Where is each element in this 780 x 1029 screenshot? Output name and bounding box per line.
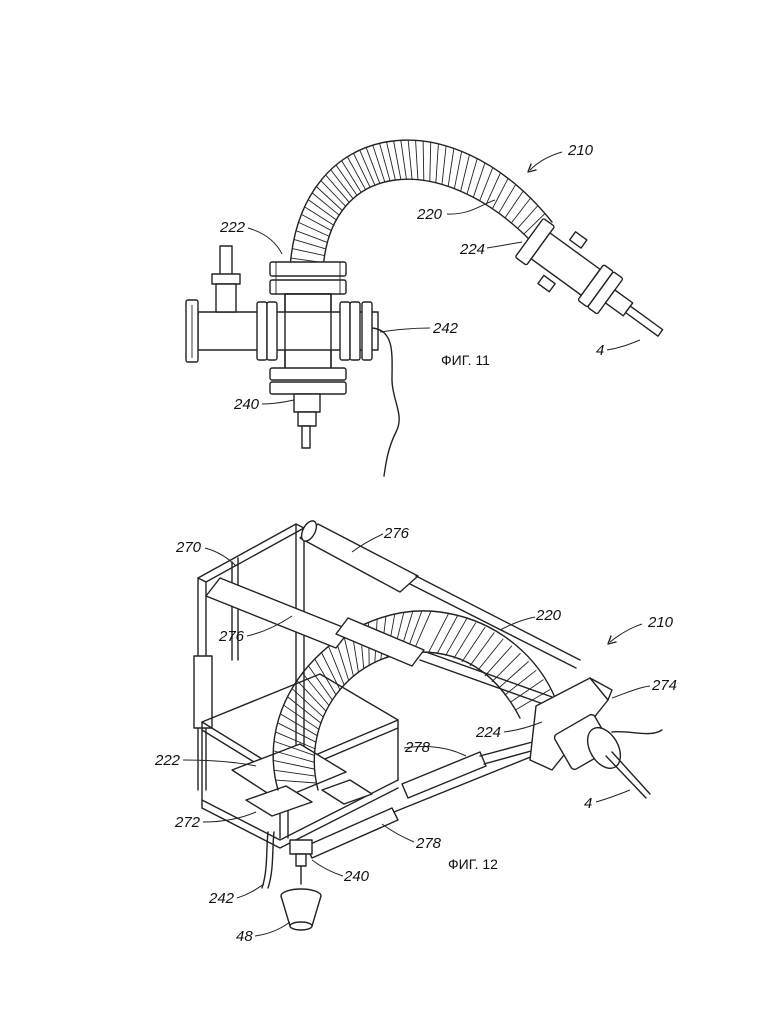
arrow-210-fig12 [610, 624, 642, 642]
label-242: 242 [432, 320, 459, 337]
hose-rib [485, 646, 512, 676]
hose-rib [394, 141, 401, 180]
hose-rib [301, 214, 331, 230]
flange-lower [270, 368, 346, 394]
hose-rib [461, 155, 470, 191]
hose-rib [429, 613, 449, 652]
hose-rib [448, 148, 454, 186]
label-240: 240 [233, 396, 260, 413]
hose-rib [462, 627, 485, 662]
label-48: 48 [236, 928, 253, 945]
label-272: 272 [174, 814, 201, 831]
hose-rib [442, 146, 446, 184]
label-210: 210 [567, 142, 594, 159]
caption-fig-11: ФИГ. 11 [441, 352, 490, 368]
hose-rib [436, 144, 439, 183]
connector-240 [294, 394, 320, 448]
hose-rib [454, 151, 461, 188]
label-224: 224 [459, 241, 485, 258]
caption-fig-12: ФИГ. 12 [448, 856, 498, 872]
label-278-upper: 278 [404, 739, 431, 756]
hose-rib [321, 652, 339, 689]
hose-rib [498, 661, 528, 688]
hose-rib [423, 141, 424, 180]
hose-rib [430, 142, 431, 181]
label-276-left: 276 [218, 628, 245, 645]
hose-rib [416, 140, 418, 179]
strut-276-upper [299, 518, 580, 668]
label-220: 220 [416, 206, 443, 223]
hose-rib [486, 173, 500, 205]
hose-rib [510, 680, 543, 703]
label-4: 4 [584, 795, 592, 812]
side-port [212, 246, 240, 312]
hose-rib [366, 147, 380, 183]
strut-276-lower [206, 578, 566, 710]
hose-rib [492, 178, 508, 208]
end-assembly-224 [510, 212, 679, 359]
label-4: 4 [596, 342, 604, 359]
figure-11: 210 220 222 224 242 240 4 ФИГ. 11 [186, 140, 679, 476]
hose-rib [401, 140, 407, 179]
hose-rib [499, 185, 516, 214]
hose-rib [470, 633, 494, 666]
hose-rib [518, 206, 538, 229]
hose-rib [505, 191, 523, 218]
label-274: 274 [651, 677, 677, 694]
hose-rib [408, 140, 412, 179]
figure-12: 270 276 276 220 210 274 224 222 278 272 … [154, 518, 677, 945]
label-278-lower: 278 [415, 835, 442, 852]
label-220: 220 [535, 607, 562, 624]
hose-rib [446, 619, 467, 656]
hose-rib [373, 145, 385, 182]
hose-rib [292, 249, 324, 256]
arrow-210 [530, 152, 562, 170]
hose-rib [296, 231, 327, 243]
hose-rib [478, 639, 504, 671]
right-flanges [340, 302, 372, 360]
label-222: 222 [219, 219, 246, 236]
label-270: 270 [175, 539, 202, 556]
hose-rib [360, 150, 375, 185]
hose-rib [299, 222, 330, 236]
flange-222 [270, 262, 346, 294]
label-222: 222 [154, 752, 181, 769]
label-242: 242 [208, 890, 235, 907]
label-224: 224 [475, 724, 501, 741]
hose-rib [305, 207, 334, 225]
label-210: 210 [647, 614, 674, 631]
hose-rib [454, 622, 476, 658]
label-276-top: 276 [383, 525, 410, 542]
hose-rib [294, 239, 326, 248]
hose-rib [437, 616, 458, 654]
hose-rib [329, 646, 345, 685]
connector-240-fig12 [262, 832, 312, 888]
label-240: 240 [343, 868, 370, 885]
hose-rib [467, 159, 477, 195]
hose-rib [278, 723, 316, 742]
hose-rib [511, 198, 530, 223]
